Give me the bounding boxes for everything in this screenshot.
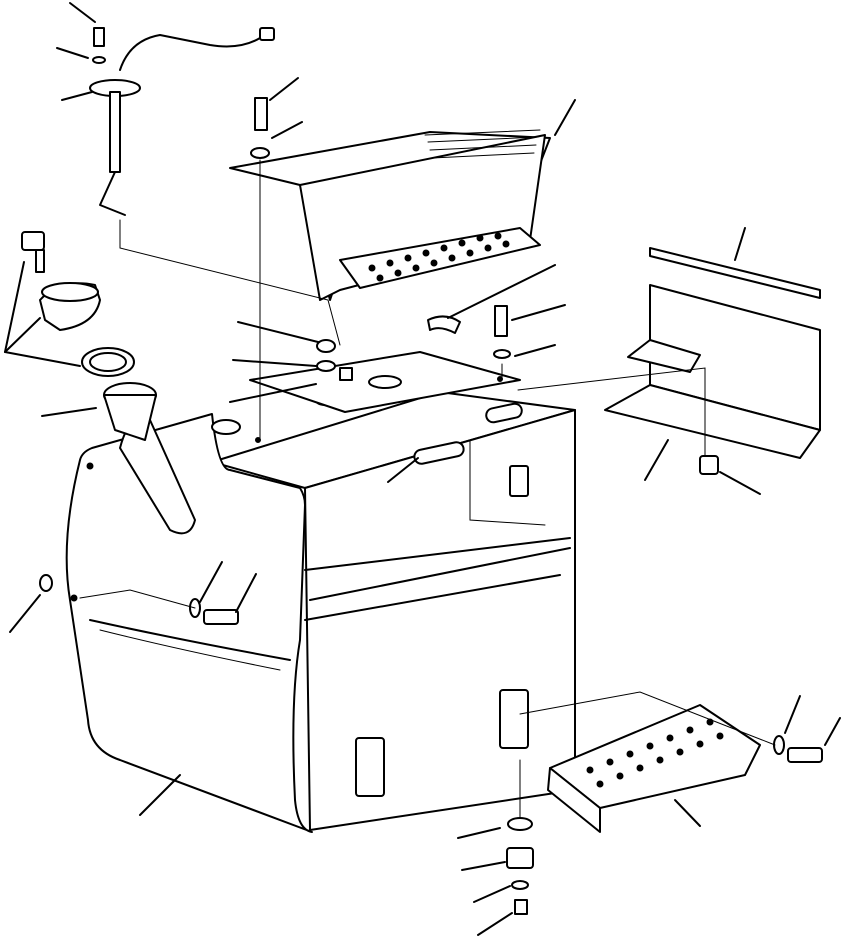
alignment-lines	[79, 159, 776, 819]
sender-mounting-plate	[249, 351, 521, 413]
fuel-level-sender	[89, 27, 275, 216]
filler-cap-assembly	[21, 231, 157, 441]
right-angle-bracket	[604, 247, 821, 475]
fasteners	[39, 27, 823, 915]
leader-lines	[4, 2, 841, 936]
lower-step	[547, 704, 761, 833]
upper-step-cover	[229, 129, 551, 301]
fuel-tank	[65, 391, 576, 833]
